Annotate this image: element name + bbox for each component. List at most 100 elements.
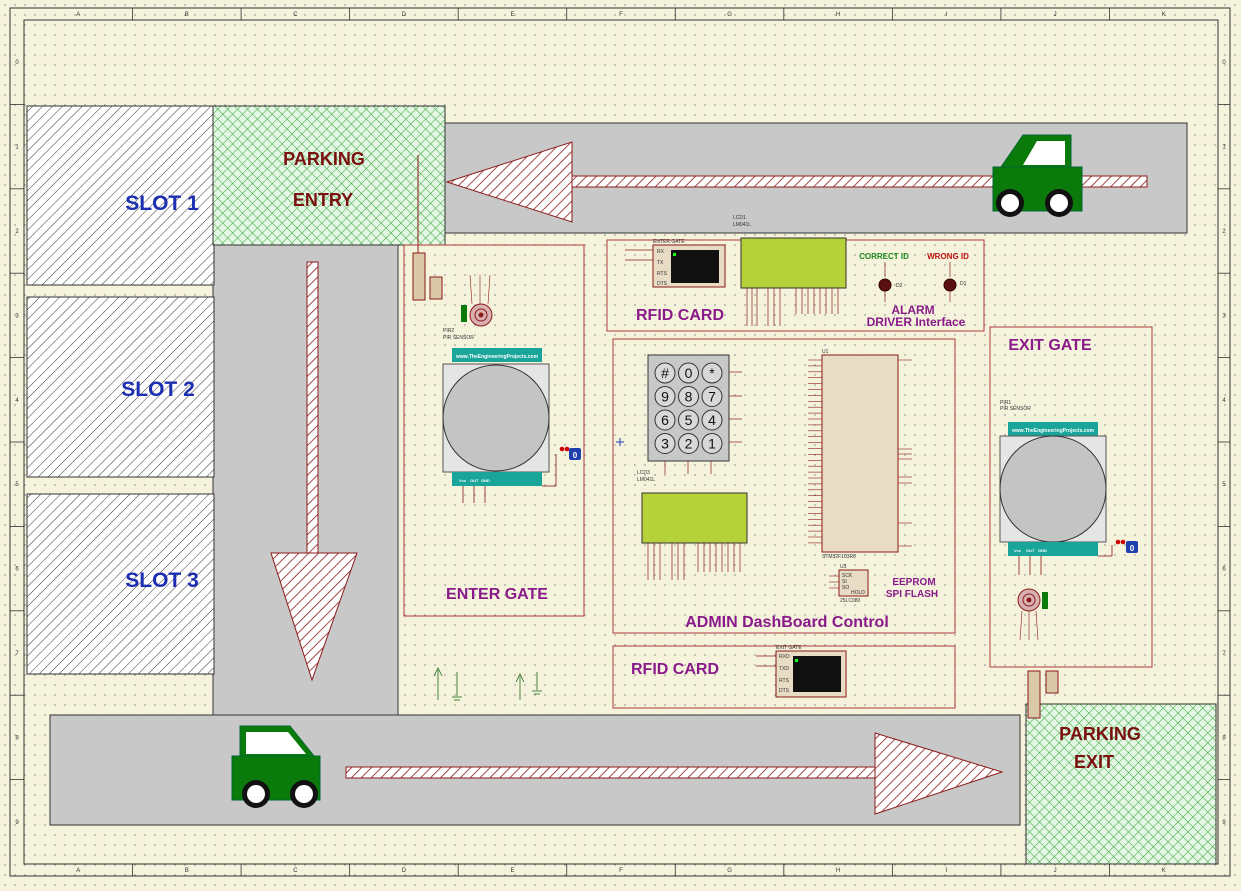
column-label-B: B — [185, 12, 189, 18]
wrong-id-label: WRONG ID — [927, 252, 969, 261]
admin-title: ADMIN DashBoard Control — [685, 614, 889, 631]
keypad-key-6[interactable] — [654, 409, 676, 431]
eeprom-pin-hold: HOLD — [851, 590, 865, 596]
column-label-J: J — [1054, 868, 1057, 874]
row-label-0: 0 — [1222, 60, 1226, 66]
rfid-top-pin-rx: RX — [657, 249, 665, 255]
row-label-6: 6 — [15, 567, 19, 573]
car-bottom[interactable] — [231, 725, 321, 808]
row-label-4: 4 — [15, 398, 19, 404]
keypad-key-5[interactable] — [701, 386, 723, 407]
row-label-1: 1 — [15, 145, 19, 151]
row-label-8: 8 — [15, 735, 19, 741]
keypad-key-label-1: 0 — [685, 365, 693, 381]
row-label-5: 5 — [1222, 482, 1226, 488]
eeprom-pin-si: SI — [842, 579, 847, 585]
keypad-key-3[interactable] — [654, 386, 676, 407]
power-symbols — [433, 667, 542, 701]
keypad-key-2[interactable] — [701, 362, 723, 384]
column-label-H: H — [836, 868, 840, 874]
parking-entry-area[interactable] — [212, 105, 446, 246]
top-arrow — [445, 141, 1148, 223]
lcd3-sub: LM041L — [637, 477, 655, 483]
lcd3-label: LCD3 — [637, 470, 650, 476]
row-label-9: 9 — [15, 820, 19, 826]
parking-entry-line2: ENTRY — [293, 190, 353, 210]
exit-gate-title: EXIT GATE — [1008, 337, 1092, 354]
lcd1-sub: LM041L — [733, 222, 751, 228]
keypad-key-8[interactable] — [701, 409, 723, 431]
eeprom-u3[interactable]: SCK SI SO HOLD — [829, 569, 869, 597]
led-d2[interactable] — [878, 262, 892, 302]
pir1-sub: PIR SENSOR — [1000, 406, 1031, 412]
slot-1-label: SLOT 1 — [125, 192, 199, 215]
column-label-I: I — [946, 868, 948, 874]
pir1-url: www.TheEngineeringProjects.com — [1011, 428, 1095, 434]
keypad-key-0[interactable] — [654, 362, 676, 384]
keypad-key-9[interactable] — [654, 433, 676, 454]
d1-label: D1 — [960, 281, 967, 287]
origin-marker — [616, 438, 624, 446]
bottom-arrow — [345, 732, 1004, 815]
row-label-7: 7 — [15, 651, 19, 657]
pir2-url: www.TheEngineeringProjects.com — [455, 354, 539, 360]
svg-text:0: 0 — [1130, 544, 1135, 553]
keypad-key-label-10: 2 — [685, 436, 693, 452]
pir1-module[interactable]: www.TheEngineeringProjects.com Vcc OUT G… — [999, 422, 1138, 575]
pir2-pin-gnd: GND — [481, 478, 490, 483]
pir1-pin-gnd: GND — [1038, 548, 1047, 553]
rfid-bottom-pin-rxd: RXD — [779, 654, 790, 660]
rfid-top-module-label: ENTER GATE — [653, 239, 685, 245]
column-label-J: J — [1054, 12, 1057, 18]
column-label-A: A — [76, 868, 80, 874]
keypad-key-label-9: 3 — [661, 436, 669, 452]
slot-3-area[interactable] — [26, 493, 215, 675]
exit-barrier[interactable] — [1027, 670, 1059, 719]
parking-exit-line2: EXIT — [1074, 752, 1114, 772]
rfid-top-module[interactable]: RX TX RTS DTS — [625, 244, 726, 288]
entry-barrier[interactable] — [412, 155, 443, 301]
keypad-key-11[interactable] — [701, 433, 723, 454]
keypad-key-7[interactable] — [678, 409, 699, 431]
rfid-top-panel: RFID CARD ENTER GATE RX TX RTS DTS — [606, 237, 985, 332]
pir1-small-sensor[interactable] — [1017, 588, 1048, 641]
keypad-key-label-4: 8 — [685, 389, 693, 405]
column-label-H: H — [836, 12, 840, 18]
pir2-pin-vcc: Vcc — [459, 478, 467, 483]
svg-text:0: 0 — [573, 451, 578, 460]
enter-gate-title: ENTER GATE — [446, 586, 548, 603]
pir1-label: PIR1 — [1000, 400, 1011, 406]
exit-gate-panel: EXIT GATE PIR1 PIR SENSOR www.TheEnginee… — [989, 326, 1153, 668]
led-d1[interactable] — [943, 262, 957, 302]
rfid-bottom-module[interactable]: RXD TXD RTS DTS — [756, 650, 847, 698]
column-label-F: F — [619, 868, 623, 874]
parking-exit-area[interactable] — [1025, 703, 1217, 865]
mcu-u1[interactable] — [808, 354, 912, 553]
parking-entry-line1: PARKING — [283, 149, 365, 169]
lcd3-display[interactable] — [641, 492, 748, 580]
column-label-A: A — [76, 12, 80, 18]
keypad-key-10[interactable] — [678, 433, 699, 454]
keypad-key-4[interactable] — [678, 386, 699, 407]
enter-gate-panel: ENTER GATE PIR2 PIR SENSOR www.TheEngine… — [403, 244, 585, 617]
pir2-small-sensor[interactable] — [461, 274, 493, 327]
alarm-title-2: DRIVER Interface — [867, 315, 966, 329]
pir2-module[interactable]: www.TheEngineeringProjects.com Vcc OUT G… — [442, 348, 581, 503]
car-top[interactable] — [992, 134, 1083, 217]
keypad-key-label-5: 7 — [708, 389, 716, 405]
slot-1-area[interactable] — [26, 105, 215, 286]
alarm-title-1: ALARM — [891, 303, 934, 317]
keypad-key-1[interactable] — [678, 362, 699, 384]
row-label-7: 7 — [1222, 651, 1226, 657]
column-label-G: G — [727, 868, 732, 874]
slot-2-area[interactable] — [26, 296, 215, 478]
eeprom-sub: 25LC080 — [840, 598, 861, 604]
lcd1-display[interactable] — [740, 237, 847, 326]
column-label-E: E — [510, 12, 514, 18]
keypad-key-label-3: 9 — [661, 389, 669, 405]
row-label-1: 1 — [1222, 145, 1226, 151]
column-label-F: F — [619, 12, 623, 18]
